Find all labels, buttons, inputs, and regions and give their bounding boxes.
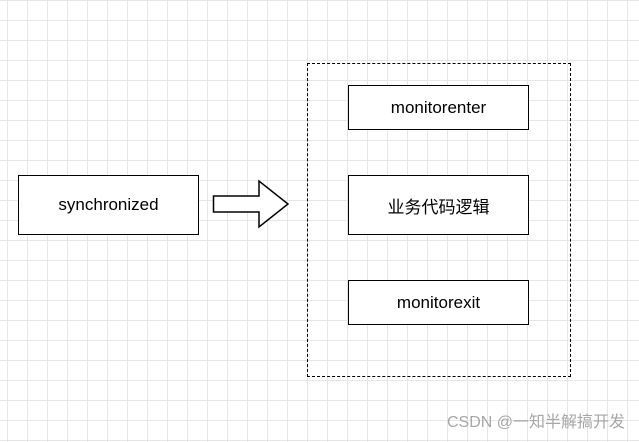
business-logic-node: 业务代码逻辑 [348,175,529,235]
right-arrow-icon [212,179,290,229]
monitorenter-node: monitorenter [348,85,529,130]
synchronized-node: synchronized [18,175,199,235]
expansion-group-box [307,63,571,377]
synchronized-label: synchronized [58,195,159,214]
watermark: CSDN @一知半解搞开发 [446,414,625,431]
business-logic-label: 业务代码逻辑 [387,197,490,217]
monitorenter-label: monitorenter [390,97,487,117]
monitorexit-label: monitorexit [396,292,481,312]
monitorexit-node: monitorexit [348,280,529,325]
